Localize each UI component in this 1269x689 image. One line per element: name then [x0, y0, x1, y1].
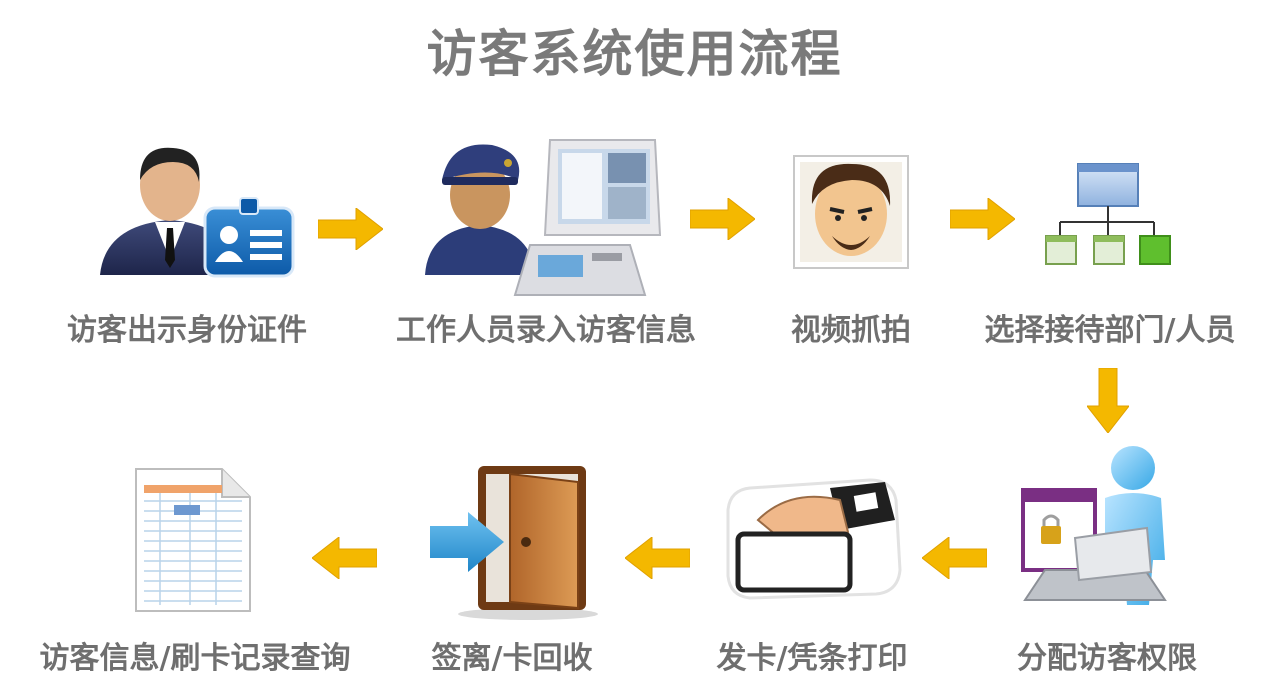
- org-chart-icon: [1045, 163, 1171, 265]
- visitor-id-card-icon: [100, 147, 295, 278]
- camera-face-icon: [793, 155, 909, 269]
- arrow-right-icon: [318, 208, 383, 250]
- step-label: 发卡/凭条打印: [716, 641, 908, 676]
- arrow-left-icon: [922, 537, 987, 579]
- card-issue-icon: [726, 478, 902, 600]
- staff-kiosk-icon: [425, 139, 662, 296]
- step-label: 工作人员录入访客信息: [396, 313, 696, 348]
- step-label: 访客信息/刷卡记录查询: [39, 641, 351, 676]
- arrow-left-icon: [625, 537, 690, 579]
- arrow-left-icon: [312, 537, 377, 579]
- record-sheet-icon: [135, 468, 251, 612]
- arrow-down-icon: [1087, 368, 1129, 433]
- step-label: 视频抓拍: [791, 313, 911, 348]
- arrow-right-icon: [950, 198, 1015, 240]
- step-label: 访客出示身份证件: [67, 313, 307, 348]
- step-label: 签离/卡回收: [431, 641, 593, 676]
- step-label: 分配访客权限: [1017, 641, 1197, 676]
- page-title: 访客系统使用流程: [426, 25, 843, 83]
- step-label: 选择接待部门/人员: [984, 313, 1236, 348]
- door-exit-icon: [430, 466, 598, 620]
- permission-user-icon: [1021, 446, 1167, 605]
- arrow-right-icon: [690, 198, 755, 240]
